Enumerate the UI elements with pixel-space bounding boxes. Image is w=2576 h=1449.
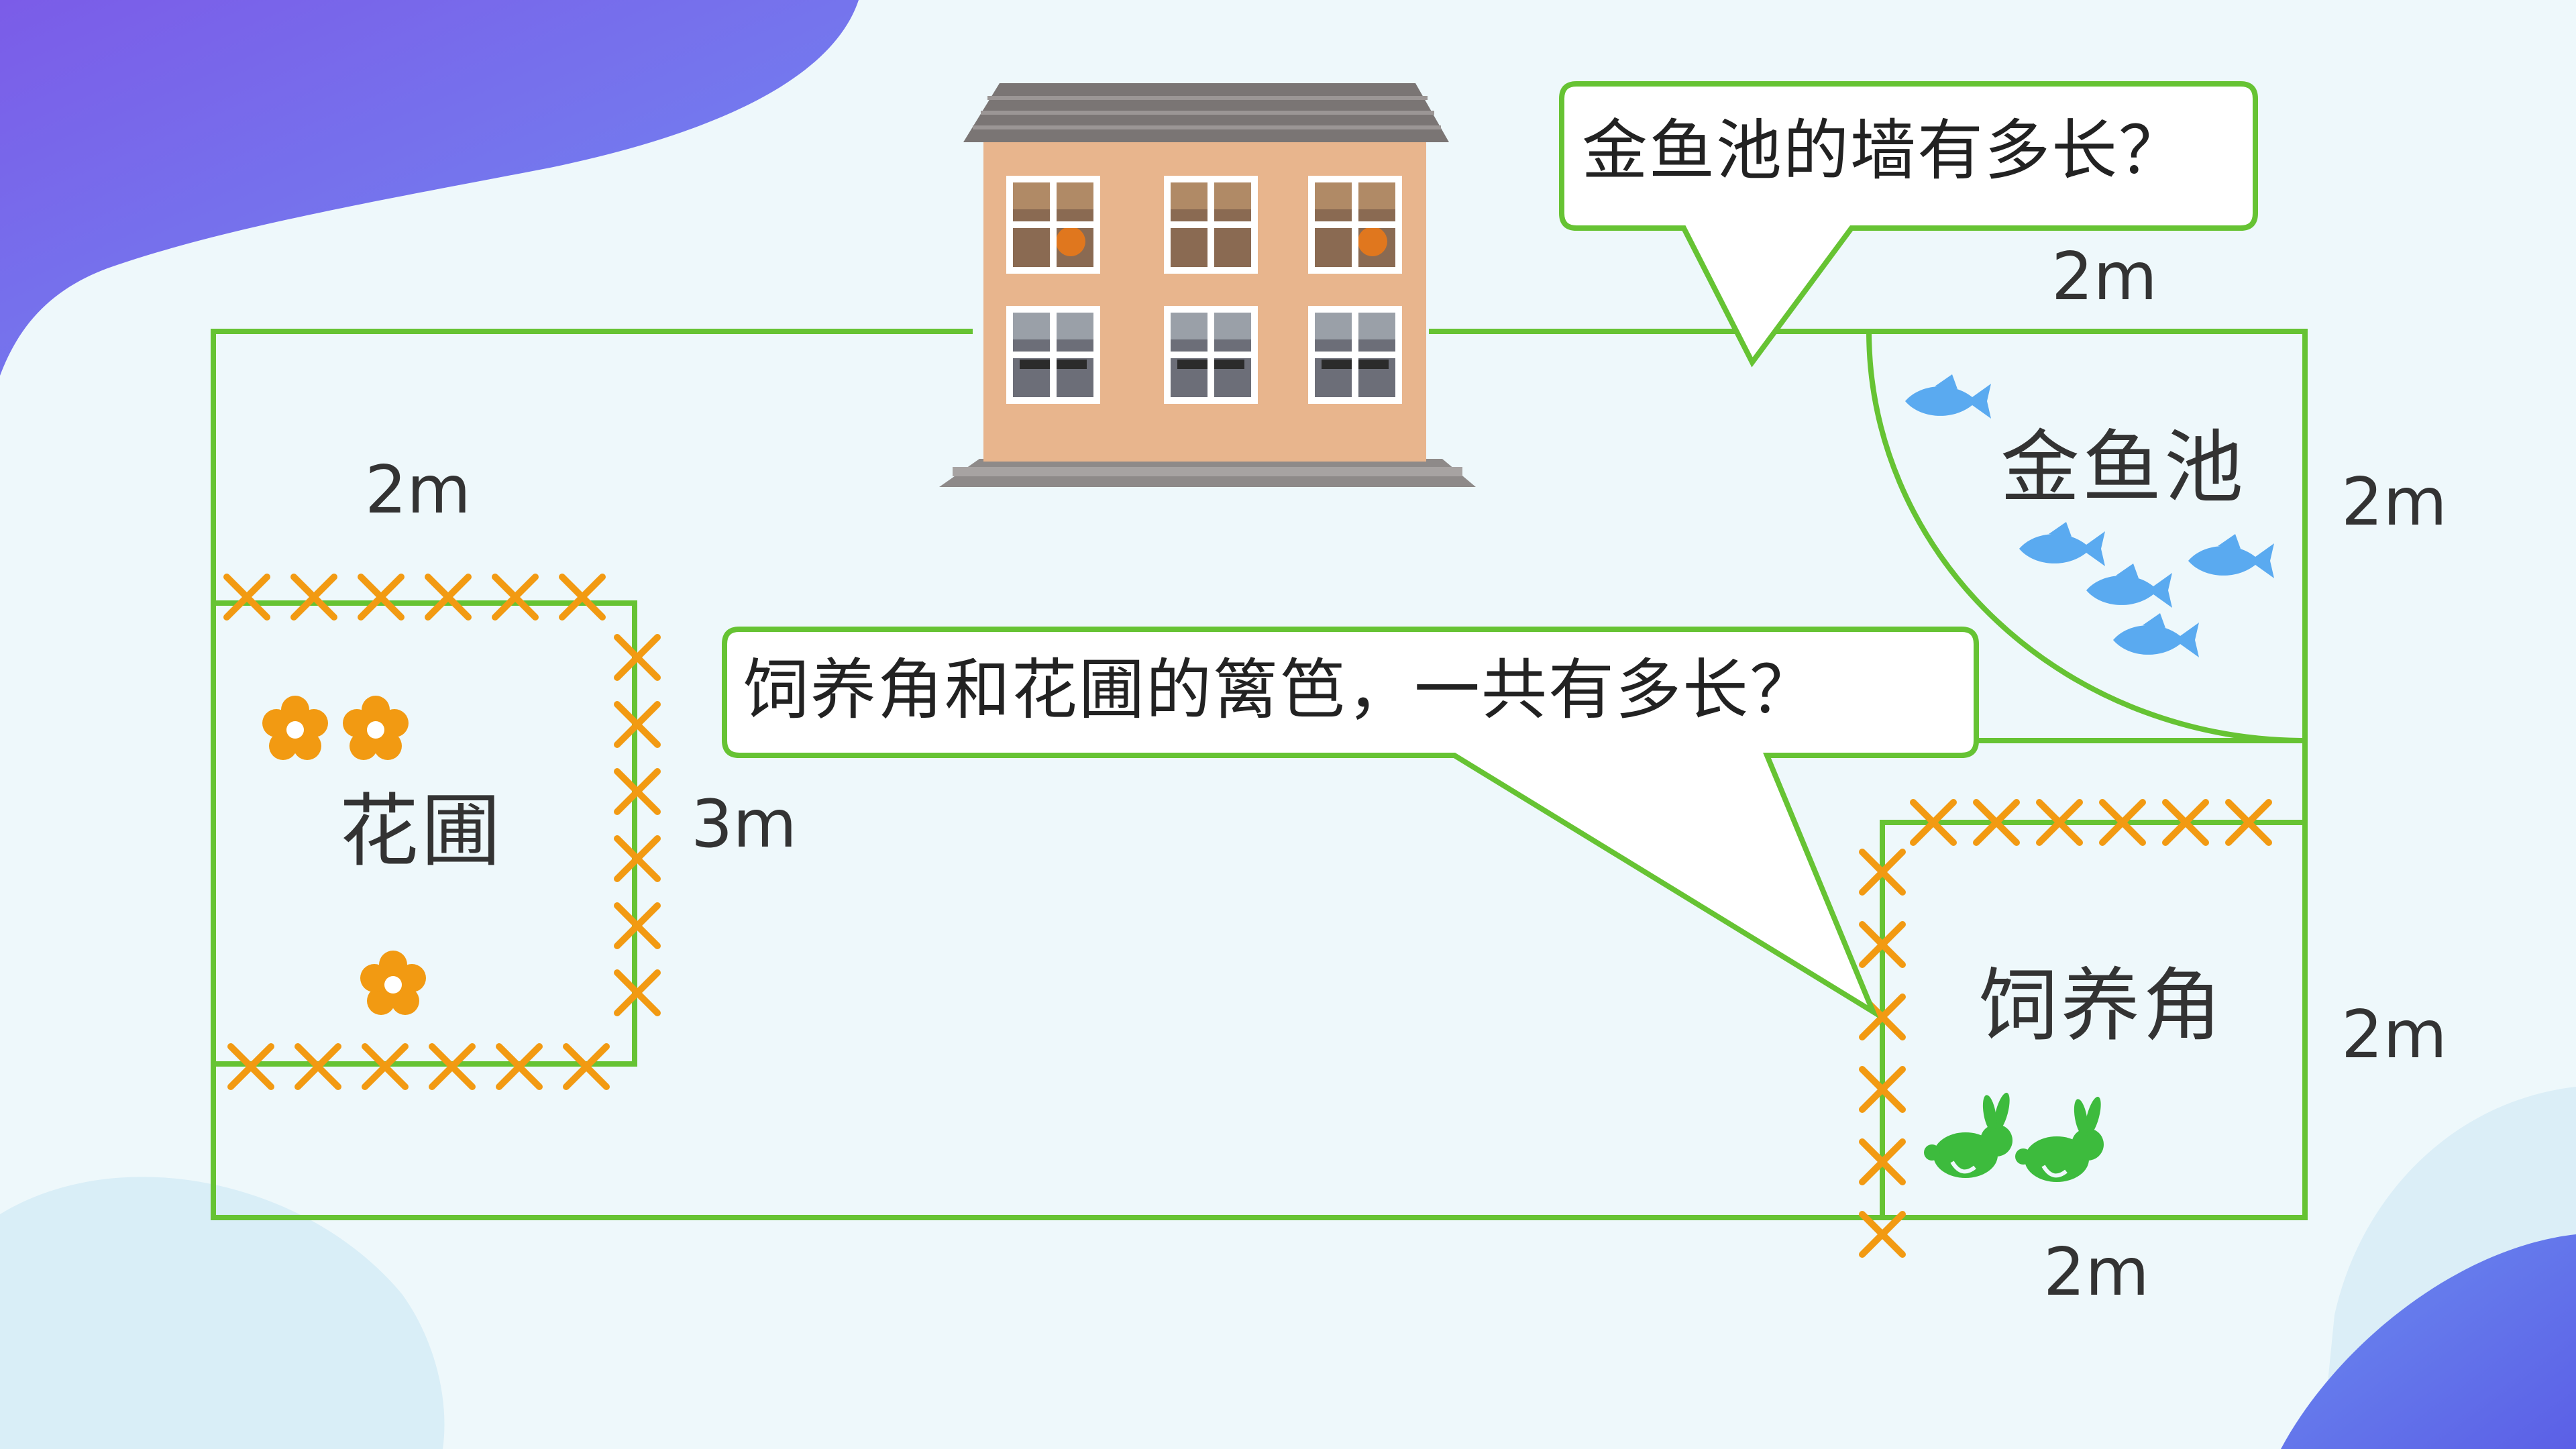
fence-cross-icon [1859,1066,1906,1113]
fish-icon [2113,613,2199,657]
fence-cross-icon [492,574,539,621]
flower-icon [360,951,426,1015]
fish-group [1905,374,2274,657]
yard-outline [211,329,2308,1220]
house-window [1308,306,1402,404]
dim-pond-top: 2m [2051,239,2157,315]
fence-cross-icon [227,1043,274,1090]
fence-cross-icon [614,902,661,949]
decor-blob-bottom-right [2281,1234,2576,1449]
fence-cross-icon [2162,799,2209,846]
house-window [1164,176,1258,274]
house-window [1308,176,1402,274]
fence-cross-icon [2036,799,2083,846]
fence-markers [223,574,2272,1258]
dim-garden-right: 3m [691,786,797,863]
fence-cross-icon [614,835,661,882]
dim-corner-bottom: 2m [2043,1234,2149,1311]
dim-corner-right: 2m [2341,997,2447,1073]
pond-outline [1866,331,2306,743]
fence-cross-icon [563,1043,610,1090]
fence-cross-icon [2099,799,2146,846]
fence-cross-icon [223,574,270,621]
fence-cross-icon [614,969,661,1016]
fence-cross-icon [1859,1211,1906,1258]
bubble-fence-question [722,627,1979,1018]
fence-cross-icon [358,574,405,621]
fence-cross-icon [614,634,661,681]
flower-icon [262,696,328,760]
garden-label: 花圃 [339,785,504,877]
rabbit-group [1924,1091,2104,1182]
fence-cross-icon [1859,1138,1906,1185]
fence-cross-icon [559,574,606,621]
fence-cross-icon [290,574,337,621]
fence-question-text: 饲养角和花圃的篱笆，一共有多长？ [743,652,1817,729]
house-icon [939,83,1476,487]
rabbit-icon [2015,1095,2104,1182]
decor-blob-bottom-left [0,1177,445,1449]
fish-icon [2086,564,2172,608]
house-window [1164,306,1258,404]
garden-outline [213,600,637,1067]
fence-cross-icon [429,1043,476,1090]
pond-label: 金鱼池 [2000,421,2247,514]
house-window [1006,176,1100,274]
fence-cross-icon [496,1043,543,1090]
flower-icon [343,696,409,760]
fence-cross-icon [1859,921,1906,968]
house-window [1006,306,1100,404]
fence-cross-icon [362,1043,409,1090]
fence-cross-icon [294,1043,341,1090]
dim-garden-top: 2m [365,452,471,529]
dim-pond-right: 2m [2341,464,2447,541]
fence-cross-icon [1973,799,2020,846]
fish-icon [2019,522,2105,566]
animal-corner-label: 饲养角 [1979,959,2225,1052]
fence-cross-icon [1859,849,1906,896]
bubble-pond-question [1559,81,2258,368]
fence-cross-icon [614,701,661,748]
rabbit-icon [1924,1091,2012,1178]
fence-cross-icon [1910,799,1957,846]
fence-cross-icon [425,574,472,621]
fish-icon [2188,534,2274,578]
pond-question-text: 金鱼池的墙有多长？ [1582,113,2186,189]
fish-icon [1905,374,1991,419]
decor-blob-top-left [0,0,859,376]
fence-cross-icon [2225,799,2272,846]
fence-cross-icon [614,768,661,815]
